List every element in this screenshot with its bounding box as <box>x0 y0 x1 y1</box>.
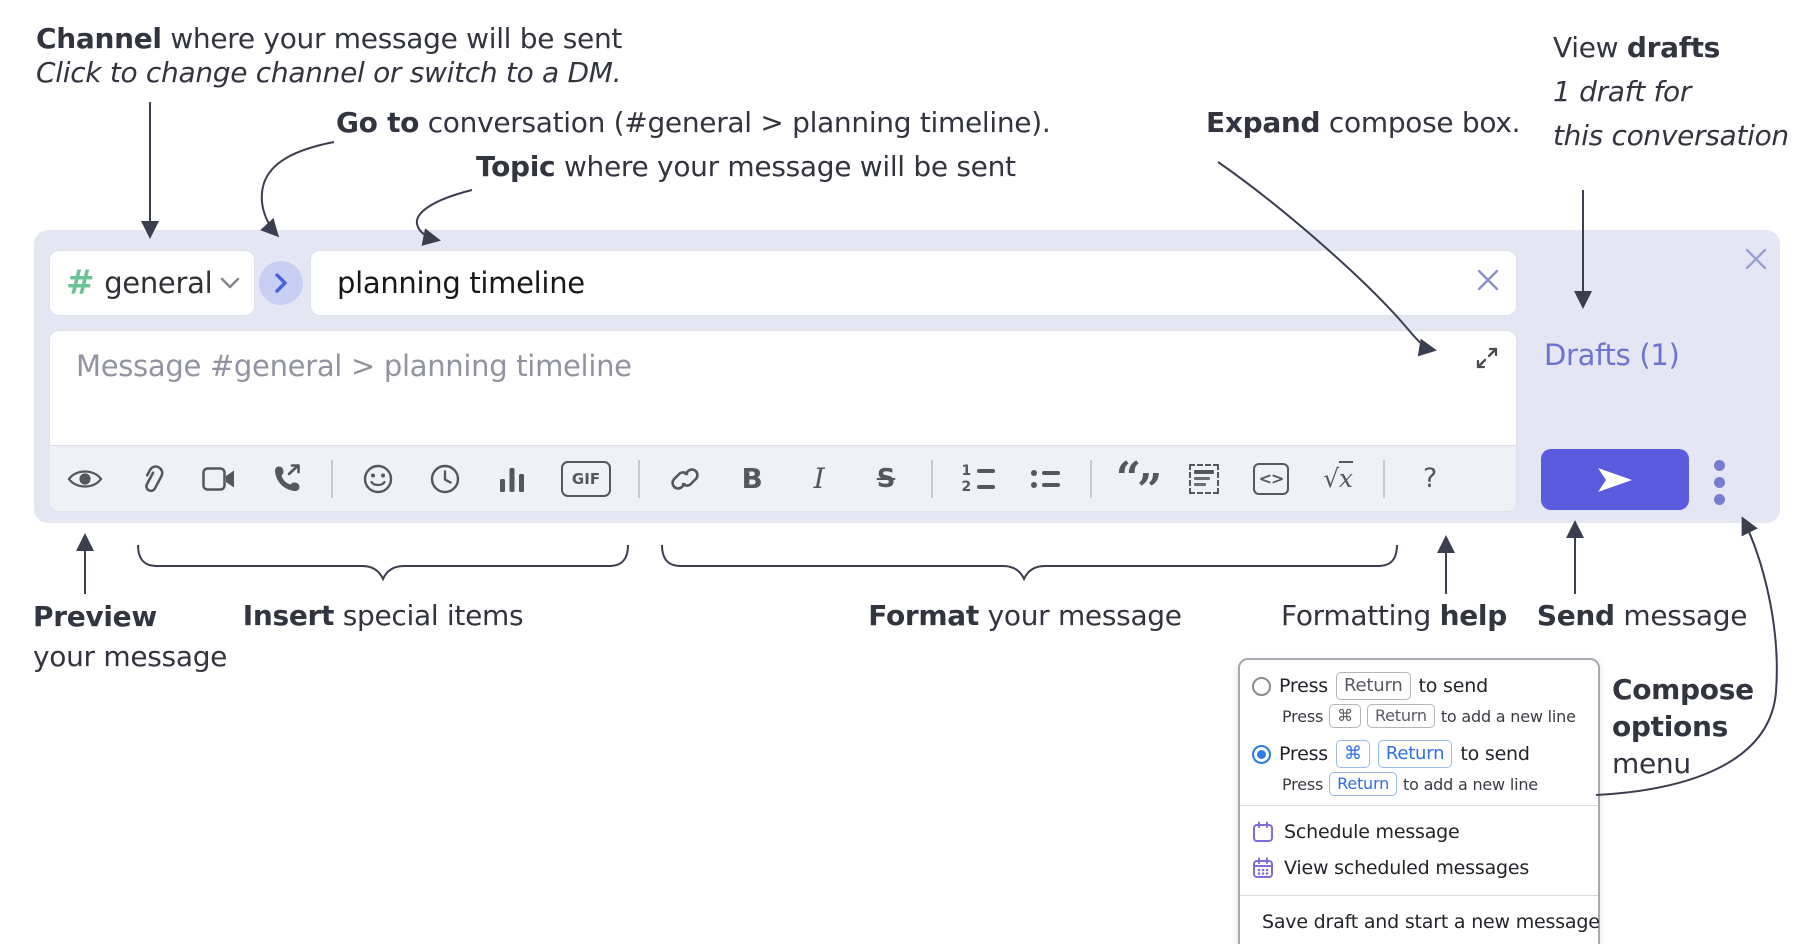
message-compose-area[interactable]: Message #general > planning timeline <box>49 330 1517 512</box>
annotation-expand: Expand compose box. <box>1206 106 1521 139</box>
key-return: Return <box>1336 672 1411 700</box>
video-call-icon[interactable] <box>200 456 238 502</box>
key-cmd: ⌘ <box>1336 740 1370 768</box>
annotation-view-drafts: View drafts 1 draft for this conversatio… <box>1553 31 1789 152</box>
toolbar-divider <box>1090 459 1092 498</box>
audio-call-icon[interactable] <box>267 456 305 502</box>
menu-option-return-to-send[interactable]: Press Return to send <box>1252 670 1588 702</box>
message-formatting-help-icon[interactable]: ? <box>1422 463 1438 494</box>
send-plane-icon <box>1598 467 1632 492</box>
annotation-goto: Go to conversation (#general > planning … <box>336 106 1051 139</box>
annotation-insert: Insert special items <box>242 599 524 632</box>
brace-insert <box>137 544 629 582</box>
channel-hash-icon: # <box>66 263 95 303</box>
message-placeholder: Message #general > planning timeline <box>76 349 632 383</box>
toolbar-divider <box>931 459 933 498</box>
brace-format <box>661 544 1398 582</box>
calendar-icon <box>1253 821 1273 842</box>
drafts-link[interactable]: Drafts (1) <box>1544 338 1680 372</box>
compose-options-menu: Press Return to send Press ⌘ Return to a… <box>1238 658 1600 944</box>
bulleted-list-icon[interactable] <box>1026 456 1064 502</box>
close-compose-icon[interactable] <box>1743 246 1769 272</box>
radio-unselected[interactable] <box>1252 676 1271 696</box>
spoiler-icon[interactable] <box>1185 456 1223 502</box>
radio-selected[interactable] <box>1252 744 1271 764</box>
math-icon[interactable]: √x <box>1319 456 1357 502</box>
emoji-icon[interactable] <box>359 456 397 502</box>
quote-icon[interactable]: “” <box>1115 452 1163 512</box>
connector-goto <box>260 141 335 238</box>
menu-option-cmd-return-subtext: Press Return to add a new line <box>1282 772 1588 796</box>
annotation-formatting-help: Formatting help <box>1281 599 1507 632</box>
bold-icon[interactable]: B <box>741 462 763 495</box>
menu-item-view-scheduled-messages[interactable]: View scheduled messages <box>1252 850 1588 886</box>
annotation-compose-options: Compose options menu <box>1612 673 1754 780</box>
poll-bar-chart-icon[interactable] <box>493 456 531 502</box>
channel-name: general <box>104 266 213 300</box>
menu-divider <box>1240 805 1598 806</box>
compose-options-menu-button[interactable] <box>1710 456 1729 509</box>
italic-icon[interactable]: I <box>813 462 825 495</box>
go-to-conversation-button[interactable] <box>259 261 303 305</box>
chevron-down-icon <box>220 277 240 289</box>
channel-selector[interactable]: # general <box>49 250 255 316</box>
expand-compose-icon[interactable] <box>1474 345 1500 371</box>
annotation-channel: Channel where your message will be sent … <box>36 22 623 89</box>
strikethrough-icon[interactable]: S <box>876 463 896 494</box>
key-return: Return <box>1377 740 1453 768</box>
key-cmd: ⌘ <box>1329 704 1361 728</box>
menu-item-save-draft[interactable]: Save draft and start a new message <box>1252 904 1600 940</box>
compose-box: # general Message #general > planning ti… <box>34 230 1780 523</box>
key-return: Return <box>1366 704 1435 728</box>
clear-topic-icon[interactable] <box>1475 267 1501 293</box>
annotation-preview: Preview your message <box>33 600 228 673</box>
link-icon[interactable] <box>666 456 704 502</box>
preview-eye-icon[interactable] <box>66 456 104 502</box>
toolbar-divider <box>1383 459 1385 498</box>
toolbar-divider <box>638 459 640 498</box>
numbered-list-icon[interactable]: 1 2 <box>959 456 997 502</box>
annotation-topic: Topic where your message will be sent <box>476 150 1016 183</box>
annotation-send: Send message <box>1536 599 1748 632</box>
code-icon[interactable]: <> <box>1252 456 1290 502</box>
menu-option-cmd-return-to-send[interactable]: Press ⌘ Return to send <box>1252 738 1588 770</box>
send-button[interactable] <box>1541 449 1689 510</box>
topic-input[interactable] <box>310 250 1517 316</box>
menu-item-schedule-message[interactable]: Schedule message <box>1252 814 1588 850</box>
gif-icon[interactable]: GIF <box>560 456 612 502</box>
menu-divider <box>1240 895 1598 896</box>
annotation-format: Format your message <box>868 599 1182 632</box>
menu-option-return-subtext: Press ⌘ Return to add a new line <box>1282 704 1588 728</box>
calendar-grid-icon <box>1253 857 1273 878</box>
attach-paperclip-icon[interactable] <box>133 456 171 502</box>
compose-toolbar: GIF B I S 1 2 <box>50 445 1516 511</box>
key-return: Return <box>1329 772 1398 796</box>
time-icon[interactable] <box>426 456 464 502</box>
toolbar-divider <box>331 459 333 498</box>
